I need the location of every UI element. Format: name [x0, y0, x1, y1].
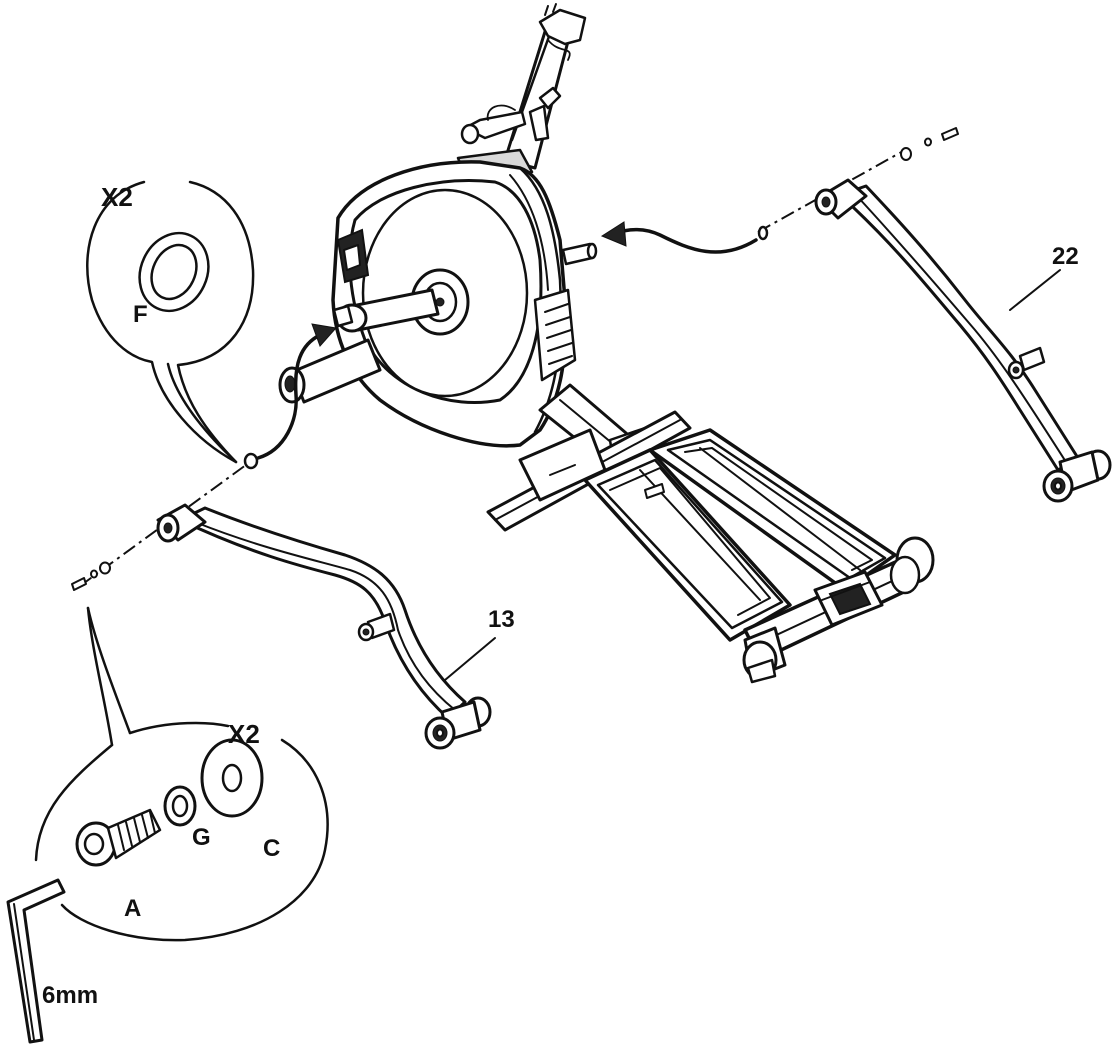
arrow-right-head-icon — [600, 221, 627, 247]
elliptical-frame — [278, 3, 935, 684]
part-g-label: G — [192, 824, 211, 851]
part-22-label: 22 — [1052, 243, 1079, 270]
right-pedal-arm — [757, 127, 1112, 503]
part-f-label: F — [133, 301, 148, 328]
washer-icon — [900, 147, 912, 161]
left-pedal-arm — [71, 452, 496, 750]
qty-label-top: X2 — [101, 182, 133, 212]
part-c-label: C — [263, 835, 280, 862]
callout-hardware — [34, 606, 329, 942]
callout-washer-f — [86, 180, 255, 464]
allen-wrench-icon — [6, 878, 66, 1044]
washer-icon-left — [99, 561, 111, 575]
part-a-label: A — [124, 895, 141, 922]
arrow-left-head-icon — [311, 323, 337, 347]
tool-size-label: 6mm — [42, 982, 98, 1009]
qty-label-bottom: X2 — [228, 719, 260, 749]
install-arrows — [256, 221, 758, 460]
part-13-label: 13 — [488, 606, 515, 633]
